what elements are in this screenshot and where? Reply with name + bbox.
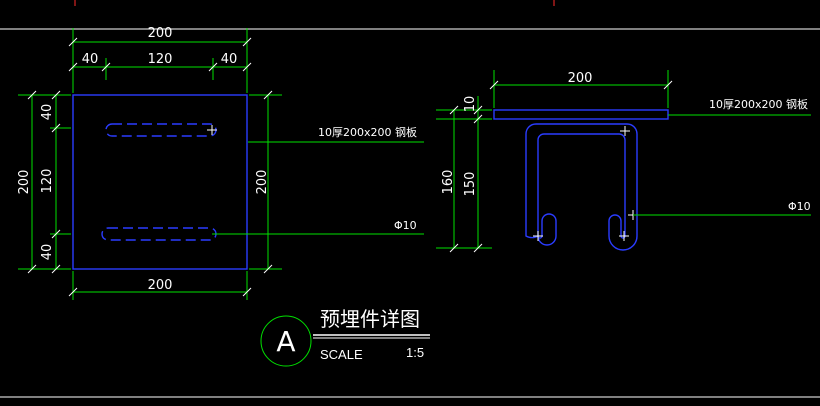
scale-label: SCALE — [320, 347, 363, 362]
plan-dim-left-total: 200 — [17, 170, 32, 195]
section-view: 200 160 10 150 10厚200x200 钢板 Φ10 — [436, 70, 811, 253]
plan-dim-bottom-total: 200 — [148, 278, 173, 293]
section-dim-top-total: 200 — [568, 71, 593, 86]
plan-anchor-bar-top — [105, 123, 217, 137]
plan-dim-top-mid: 120 — [148, 52, 173, 67]
title-tag: A — [276, 325, 295, 358]
plan-plate-outline — [72, 94, 248, 270]
scale-value: 1:5 — [406, 345, 424, 360]
plan-dim-right-total: 200 — [255, 170, 270, 195]
title-block: A 预埋件详图 SCALE 1:5 — [260, 307, 430, 367]
plan-dim-top-total: 200 — [148, 26, 173, 41]
section-bar-label: Φ10 — [788, 200, 811, 213]
drawing-title: 预埋件详图 — [320, 307, 420, 331]
plan-dim-top-left: 40 — [82, 52, 99, 67]
plan-anchor-bar-bottom — [101, 227, 217, 241]
plan-dim-left-bottom: 40 — [40, 244, 55, 261]
title-tag-circle — [260, 315, 312, 367]
section-dim-height-total: 160 — [441, 170, 456, 195]
section-plate — [493, 109, 669, 120]
section-anchor-bar — [525, 123, 638, 251]
plan-view: 200 40 120 40 200 200 40 120 40 200 — [17, 26, 424, 300]
plan-dim-left-mid: 120 — [40, 169, 55, 194]
section-dim-plate-thickness: 10 — [463, 96, 478, 113]
plan-bar-label: Φ10 — [394, 219, 417, 232]
section-plate-label: 10厚200x200 钢板 — [709, 97, 808, 111]
plan-dim-left-top: 40 — [40, 104, 55, 121]
plan-dim-top-right: 40 — [221, 52, 238, 67]
section-dim-height-bar: 150 — [463, 172, 478, 197]
plan-plate-label: 10厚200x200 钢板 — [318, 125, 417, 139]
